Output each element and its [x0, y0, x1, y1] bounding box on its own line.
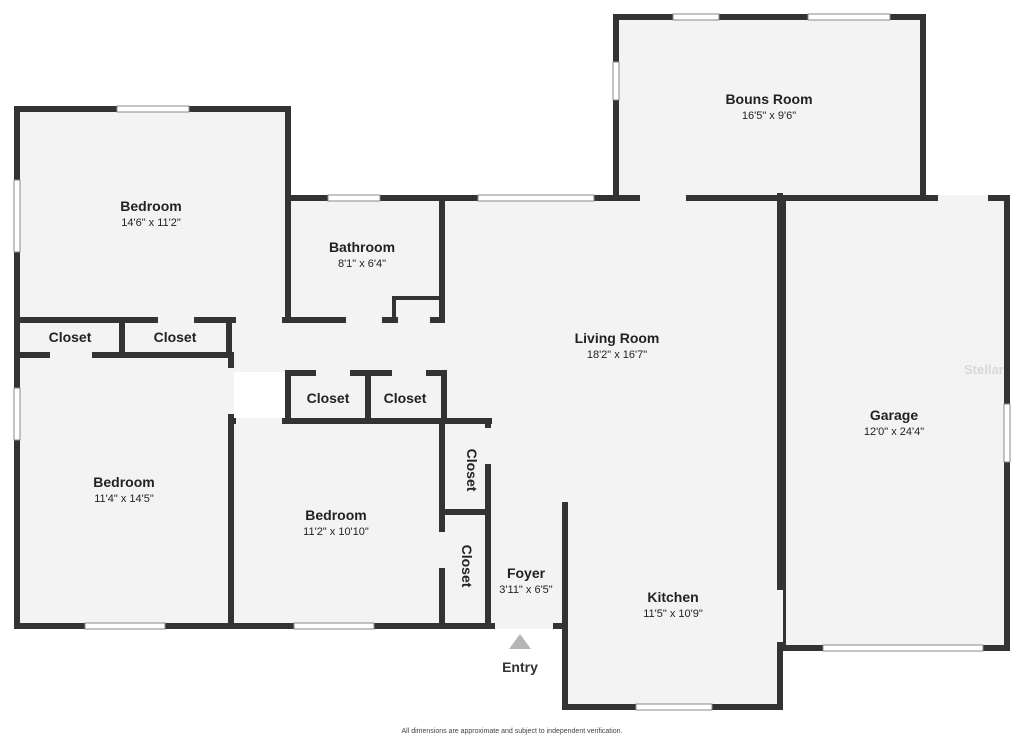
room-dims-kitchen: 11'5" x 10'9" [643, 608, 703, 620]
door-openings [50, 195, 988, 642]
opening [392, 370, 426, 376]
opening [50, 352, 92, 358]
room-dims-garage: 12'0" x 24'4" [864, 426, 924, 438]
window [822, 644, 984, 652]
opening [398, 317, 430, 323]
room-name-closet-1: Closet [49, 329, 92, 345]
room-labels: Bouns Room 16'5" x 9'6" Bedroom 14'6" x … [49, 91, 925, 620]
room-dims-bedroom-top: 14'6" x 11'2" [121, 217, 181, 229]
room-name-closet-3: Closet [307, 390, 350, 406]
window [13, 387, 21, 441]
opening [346, 317, 382, 323]
bedroom-left-area [17, 319, 229, 626]
room-dims-bedroom-left: 11'4" x 14'5" [94, 493, 154, 505]
window [635, 703, 713, 711]
wall-bonus [613, 14, 926, 199]
room-name-bedroom-mid: Bedroom [305, 507, 366, 523]
room-dims-bonus: 16'5" x 9'6" [742, 110, 796, 122]
room-name-bedroom-left: Bedroom [93, 474, 154, 490]
room-name-closet-5: Closet [464, 449, 480, 492]
closet-column-area [442, 421, 488, 626]
opening [316, 370, 350, 376]
opening [640, 195, 686, 201]
window [807, 13, 891, 21]
window [84, 622, 166, 630]
room-name-bathroom: Bathroom [329, 239, 395, 255]
room-name-closet-4: Closet [384, 390, 427, 406]
hallway-area [232, 319, 442, 372]
window [1003, 403, 1011, 463]
room-name-foyer: Foyer [507, 565, 546, 581]
room-name-closet-2: Closet [154, 329, 197, 345]
bonus-room-area [616, 17, 923, 196]
opening [158, 317, 194, 323]
room-name-bonus: Bouns Room [725, 91, 812, 107]
room-name-closet-6: Closet [459, 545, 475, 588]
opening [938, 195, 988, 201]
window [612, 61, 620, 101]
opening [236, 418, 282, 424]
room-dims-living: 18'2" x 16'7" [587, 349, 647, 361]
room-fills [17, 17, 1007, 706]
opening [228, 368, 234, 414]
opening [777, 590, 783, 642]
garage-area [783, 199, 1007, 646]
watermark: Stellar [964, 362, 1004, 377]
bedroom-top-area [17, 109, 288, 319]
kitchen-area [565, 505, 780, 706]
window [672, 13, 720, 21]
room-name-garage: Garage [870, 407, 918, 423]
window [327, 194, 381, 202]
room-dims-bedroom-mid: 11'2" x 10'10" [303, 526, 369, 538]
windows [13, 13, 1011, 711]
opening [439, 532, 445, 568]
entry-arrow-icon [509, 634, 531, 649]
bedroom-mid-area [232, 421, 442, 626]
opening [236, 317, 282, 323]
window [13, 179, 21, 253]
window [477, 194, 595, 202]
entry-label: Entry [502, 659, 538, 675]
disclaimer: All dimensions are approximate and subje… [401, 728, 622, 735]
room-name-kitchen: Kitchen [647, 589, 698, 605]
room-name-bedroom-top: Bedroom [120, 198, 181, 214]
wall-bath-nook [392, 296, 442, 320]
window [116, 105, 190, 113]
room-name-living: Living Room [575, 330, 660, 346]
window [293, 622, 375, 630]
entry-door-opening [495, 623, 553, 629]
room-dims-foyer: 3'11" x 6'5" [499, 584, 552, 596]
opening [485, 428, 491, 464]
room-dims-bathroom: 8'1" x 6'4" [338, 258, 386, 270]
